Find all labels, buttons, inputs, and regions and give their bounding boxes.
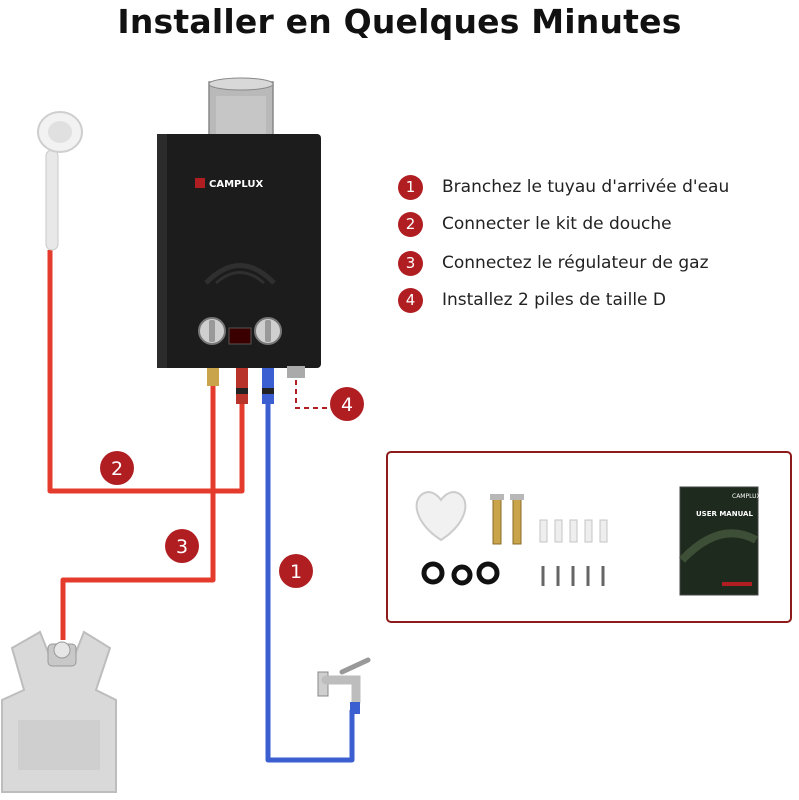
marker-water-label: 1: [290, 561, 302, 583]
step-text: Installez 2 piles de taille D: [442, 290, 666, 310]
water-inlet-line: [265, 400, 355, 763]
step-2: 2 Connecter le kit de douche: [398, 211, 672, 237]
step-text: Branchez le tuyau d'arrivée d'eau: [442, 177, 730, 197]
gas-line: [60, 380, 216, 640]
screw-icon: [541, 566, 605, 586]
step-number: 1: [398, 174, 423, 200]
washer-icon: [451, 564, 473, 586]
user-manual-icon: [679, 486, 759, 596]
step-1: 1 Branchez le tuyau d'arrivée d'eau: [398, 174, 729, 200]
washer-icon: [421, 561, 445, 585]
expansion-bolt-icon: [490, 494, 524, 545]
marker-battery: 4: [330, 387, 364, 421]
marker-gas: 3: [165, 529, 199, 563]
step-text: Connecter le kit de douche: [442, 214, 672, 234]
wall-anchor-icon: [539, 519, 608, 543]
marker-gas-label: 3: [176, 536, 188, 558]
battery-dashed-line: [295, 380, 330, 409]
manual-title-label: USER MANUAL: [696, 510, 753, 518]
step-4: 4 Installez 2 piles de taille D: [398, 287, 666, 313]
marker-battery-label: 4: [341, 394, 353, 416]
water-heater-icon: [157, 77, 321, 404]
manual-brand-label: CAMPLUX: [732, 493, 761, 500]
shower-head-icon: [37, 111, 83, 251]
step-number: 4: [398, 287, 423, 313]
marker-water: 1: [279, 554, 313, 588]
page-title: Installer en Quelques Minutes: [117, 2, 682, 41]
shower-bracket-icon: [415, 490, 467, 542]
heater-brand-label: CAMPLUX: [209, 179, 263, 190]
step-number: 3: [398, 250, 423, 276]
marker-shower-label: 2: [111, 458, 123, 480]
step-3: 3 Connectez le régulateur de gaz: [398, 250, 709, 276]
gas-bottle-icon: [1, 630, 117, 793]
marker-shower: 2: [100, 451, 134, 485]
washer-icon: [476, 561, 500, 585]
faucet-icon: [317, 657, 371, 714]
step-text: Connectez le régulateur de gaz: [442, 253, 709, 273]
shower-hose-line: [47, 250, 245, 494]
step-number: 2: [398, 211, 423, 237]
